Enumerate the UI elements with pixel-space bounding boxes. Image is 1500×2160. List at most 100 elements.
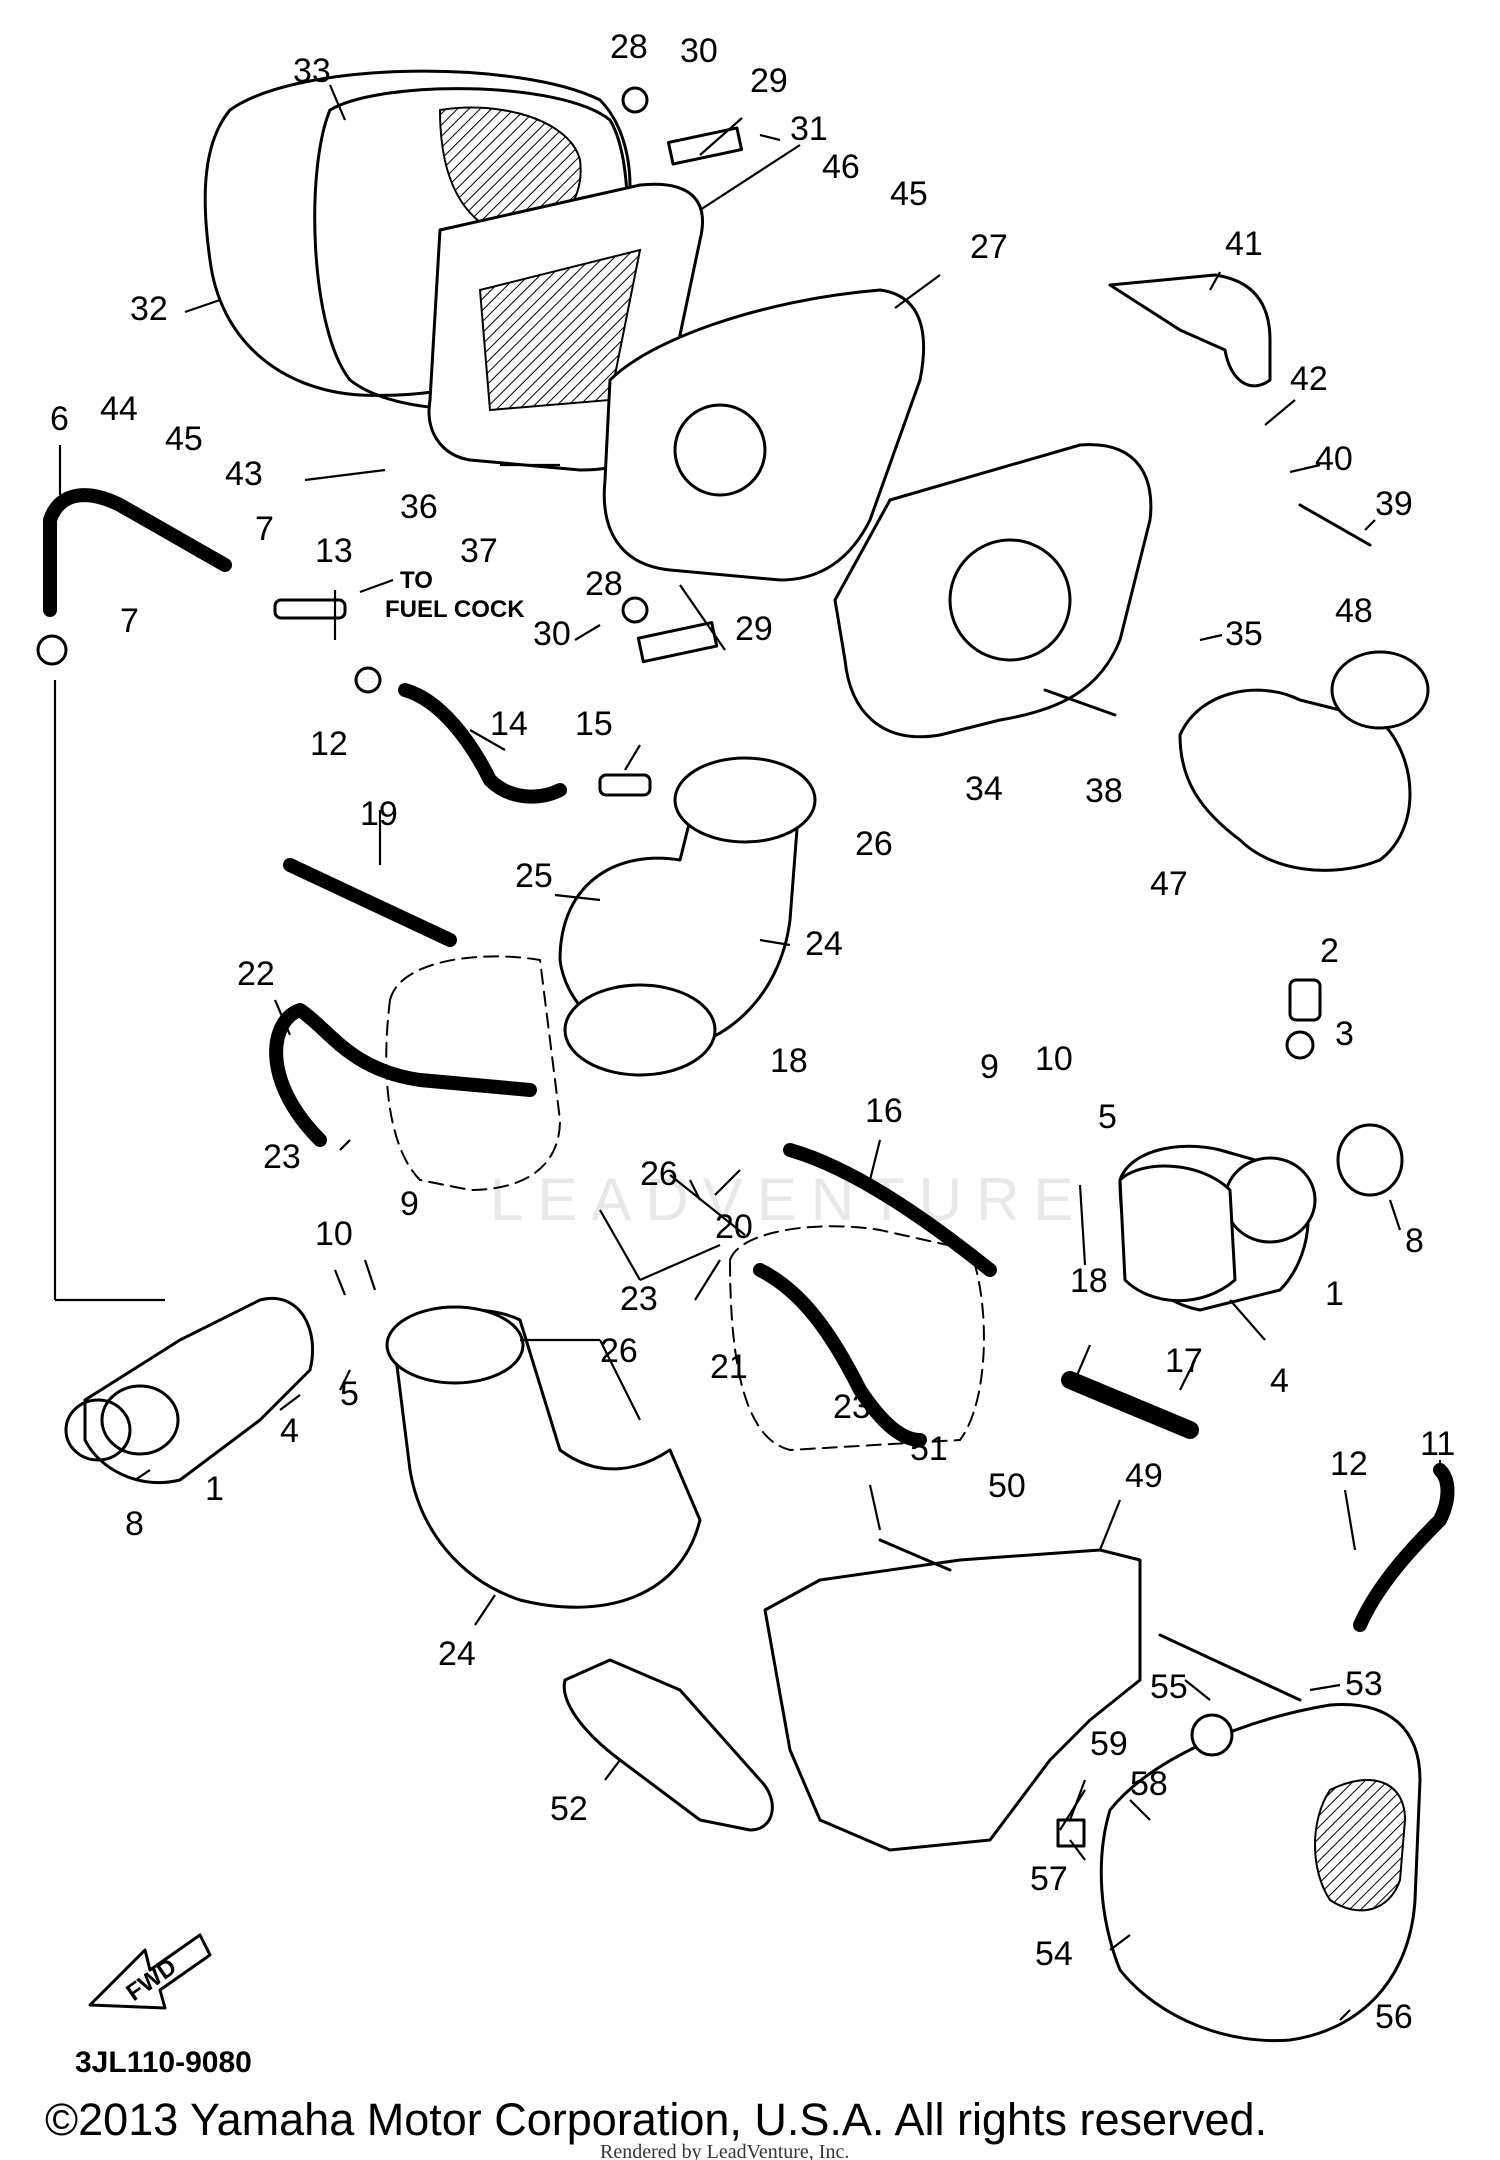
callout-47: 47 <box>1150 865 1188 903</box>
callout-30-mid: 30 <box>533 615 571 653</box>
callout-12-right: 12 <box>1330 1445 1368 1483</box>
callout-27: 27 <box>970 228 1008 266</box>
hose-11 <box>1353 1463 1455 1632</box>
callout-26-top: 26 <box>855 825 893 863</box>
callout-23-low: 23 <box>833 1388 871 1426</box>
joint-15 <box>598 773 652 797</box>
callout-9-left: 9 <box>400 1185 419 1223</box>
callout-15: 15 <box>575 705 613 743</box>
o-ring-8-left <box>64 1398 132 1462</box>
hose-16 <box>783 1143 997 1277</box>
band-26-lower <box>385 1305 525 1385</box>
hose-14 <box>398 683 567 804</box>
callout-48: 48 <box>1335 592 1373 630</box>
washer-28-mid <box>621 596 649 624</box>
washer-28-top <box>621 86 649 114</box>
callout-22: 22 <box>237 955 275 993</box>
clamp-7-lower <box>36 634 68 666</box>
case-cover-hole <box>948 538 1072 662</box>
callout-5-left: 5 <box>340 1375 359 1413</box>
hose-22 <box>269 1003 537 1147</box>
callout-35: 35 <box>1225 615 1263 653</box>
fuel-note-line1: TO <box>400 567 433 594</box>
callout-37: 37 <box>460 532 498 570</box>
callout-28-mid: 28 <box>585 565 623 603</box>
callout-50: 50 <box>988 1467 1026 1505</box>
callout-45-left: 45 <box>165 420 203 458</box>
callout-3: 3 <box>1335 1015 1354 1053</box>
clamp-3 <box>1285 1030 1315 1060</box>
band-26-upper <box>673 756 817 844</box>
manifold-right-bore <box>1223 1156 1317 1244</box>
case-intake-port <box>673 403 767 497</box>
band-26-mid <box>563 983 717 1077</box>
callout-11: 11 <box>1420 1425 1455 1463</box>
callout-28-top: 28 <box>610 28 648 66</box>
clamp-12-left <box>354 666 382 694</box>
fwd-arrow-icon: FWD <box>88 1933 212 2010</box>
callout-16: 16 <box>865 1092 903 1130</box>
callout-54: 54 <box>1035 1935 1073 1973</box>
callout-59: 59 <box>1090 1725 1128 1763</box>
bolt-39 <box>1298 503 1372 547</box>
callout-29-mid: 29 <box>735 610 773 648</box>
callout-20: 20 <box>715 1208 753 1246</box>
copyright-text: ©2013 Yamaha Motor Corporation, U.S.A. A… <box>45 2094 1267 2145</box>
carburetor-front-outline <box>728 1225 985 1452</box>
cover-right-mesh <box>1314 1779 1407 1912</box>
callout-38: 38 <box>1085 772 1123 810</box>
callout-1-left: 1 <box>205 1470 224 1508</box>
callout-8-left: 8 <box>125 1505 144 1543</box>
bolt-38 <box>1043 688 1117 717</box>
callout-18-top: 18 <box>770 1042 808 1080</box>
callout-7-top: 7 <box>255 510 274 548</box>
air-box-base <box>763 1548 1142 1852</box>
callout-4-left: 4 <box>280 1412 299 1450</box>
hose-17 <box>1061 1371 1199 1439</box>
callout-1-right: 1 <box>1325 1275 1344 1313</box>
callout-32: 32 <box>130 290 168 328</box>
cap-2 <box>1288 978 1322 1022</box>
part-code: 3JL110-9080 <box>75 2046 252 2079</box>
callout-42: 42 <box>1290 360 1328 398</box>
callout-12-left: 12 <box>310 725 348 763</box>
callout-58: 58 <box>1130 1765 1168 1803</box>
callout-40: 40 <box>1315 440 1353 478</box>
callout-23-mid: 23 <box>620 1280 658 1318</box>
callout-19: 19 <box>360 795 398 833</box>
callout-24-low: 24 <box>438 1635 476 1673</box>
callout-17: 17 <box>1165 1342 1203 1380</box>
callout-labels: 33 28 30 29 31 46 45 27 41 32 44 45 43 6… <box>50 28 1455 2036</box>
callout-10-top: 10 <box>1035 1040 1073 1078</box>
callout-13: 13 <box>315 532 353 570</box>
callout-51: 51 <box>910 1430 948 1468</box>
callout-33: 33 <box>293 52 331 90</box>
callout-36: 36 <box>400 488 438 526</box>
callout-4-right: 4 <box>1270 1362 1289 1400</box>
callout-41: 41 <box>1225 225 1263 263</box>
callout-26-mid: 26 <box>640 1155 678 1193</box>
callout-8-right: 8 <box>1405 1222 1424 1260</box>
bolt-53 <box>1158 1633 1302 1702</box>
hose-21 <box>753 1263 927 1447</box>
callout-43: 43 <box>225 455 263 493</box>
hose-19 <box>283 858 457 947</box>
callout-18-right: 18 <box>1070 1262 1108 1300</box>
plate-29-top <box>666 126 744 166</box>
rendered-by-text: Rendered by LeadVenture, Inc. <box>600 2141 849 2160</box>
callout-21: 21 <box>710 1348 748 1386</box>
manifold-left-bore <box>100 1384 180 1456</box>
callout-39: 39 <box>1375 485 1413 523</box>
fuel-note-line2: FUEL COCK <box>385 596 525 623</box>
callout-7-left: 7 <box>120 602 139 640</box>
callout-6: 6 <box>50 400 69 438</box>
callout-55: 55 <box>1150 1668 1188 1706</box>
bracket-41 <box>1108 273 1272 388</box>
callout-52: 52 <box>550 1790 588 1828</box>
callout-14: 14 <box>490 705 528 743</box>
watermark-text: LEADVENTURE <box>490 1166 1087 1233</box>
callout-34: 34 <box>965 770 1003 808</box>
callout-44: 44 <box>100 390 138 428</box>
callout-30-top: 30 <box>680 32 718 70</box>
callout-49: 49 <box>1125 1457 1163 1495</box>
